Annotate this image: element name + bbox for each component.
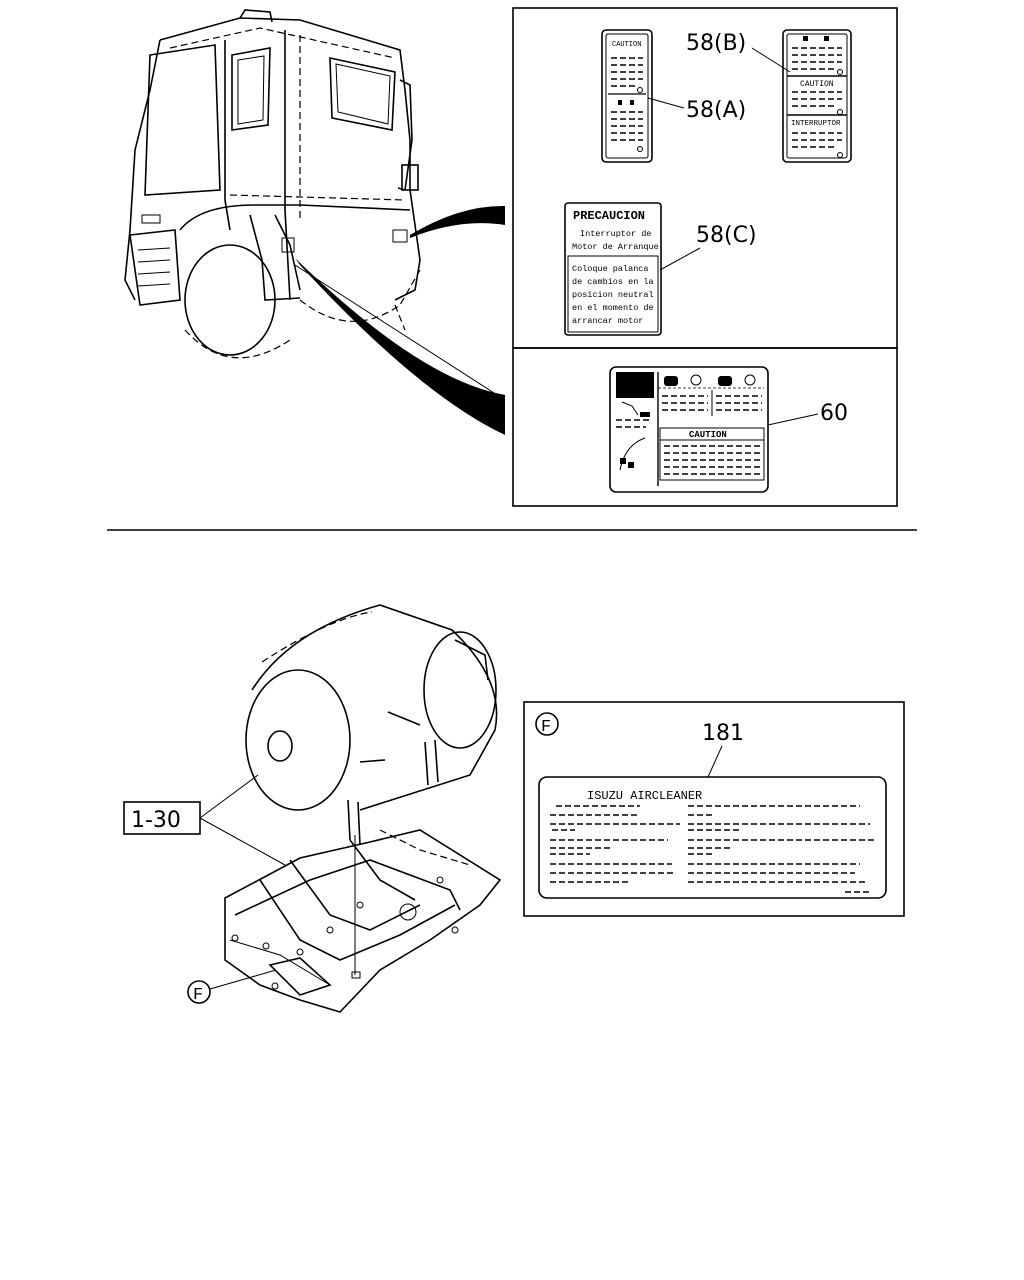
callout-181: 181 [702,721,744,746]
leader-60 [767,413,819,426]
decal-58b: CAUTION INTERRUPTOR [782,29,852,163]
callout-f-circle [187,980,211,1004]
truck-cab-illustration [124,9,421,359]
decal-58c-body-2: de cambios en la [572,277,654,287]
decal-58c-body-3: posicion neutral [572,290,654,300]
callout-1-30: 1-30 [131,808,181,833]
leader-181 [707,745,723,778]
decal-58c-body-1: Coloque palanca [572,264,649,274]
decal-60-caution: CAUTION [689,430,727,440]
leader-58b [751,47,791,73]
leader-1-30-a [199,774,259,819]
decal-58c-body-5: arrancar motor [572,316,643,326]
decal-58c: PRECAUCION Interruptor de Motor de Arran… [564,202,662,336]
decal-58b-interruptor: INTERRUPTOR [791,120,841,128]
panel-f-circle [535,712,559,736]
decal-panel-upper [512,7,898,349]
decal-panel-lower [512,347,898,507]
callout-58a: 58(A) [686,98,746,123]
leader-58a [647,97,685,109]
label-panel-f [523,701,905,917]
decal-58a-heading: CAUTION [612,41,641,49]
leader-58c [659,247,701,271]
panel-f-marker: F [541,718,551,737]
callout-58b: 58(B) [686,31,746,56]
decal-58c-subtitle-2: Motor de Arranque [572,242,659,252]
leader-1-30-b [199,817,286,866]
decal-58a: CAUTION [601,29,653,163]
callout-f: F [193,986,203,1005]
decal-181: ISUZU AIRCLEANER [538,776,887,899]
decal-181-heading: ISUZU AIRCLEANER [587,789,702,803]
decal-58c-title: PRECAUCION [573,209,645,223]
decal-60: CAUTION [609,366,769,493]
decal-58c-body-4: en el momento de [572,303,654,313]
air-cleaner-illustration [224,604,502,1013]
decal-58b-caution: CAUTION [800,80,834,89]
callout-60: 60 [820,401,848,426]
leader-wedges [294,205,506,435]
callout-58c: 58(C) [696,223,757,248]
decal-58c-subtitle-1: Interruptor de [580,229,651,239]
leader-f [209,969,277,990]
